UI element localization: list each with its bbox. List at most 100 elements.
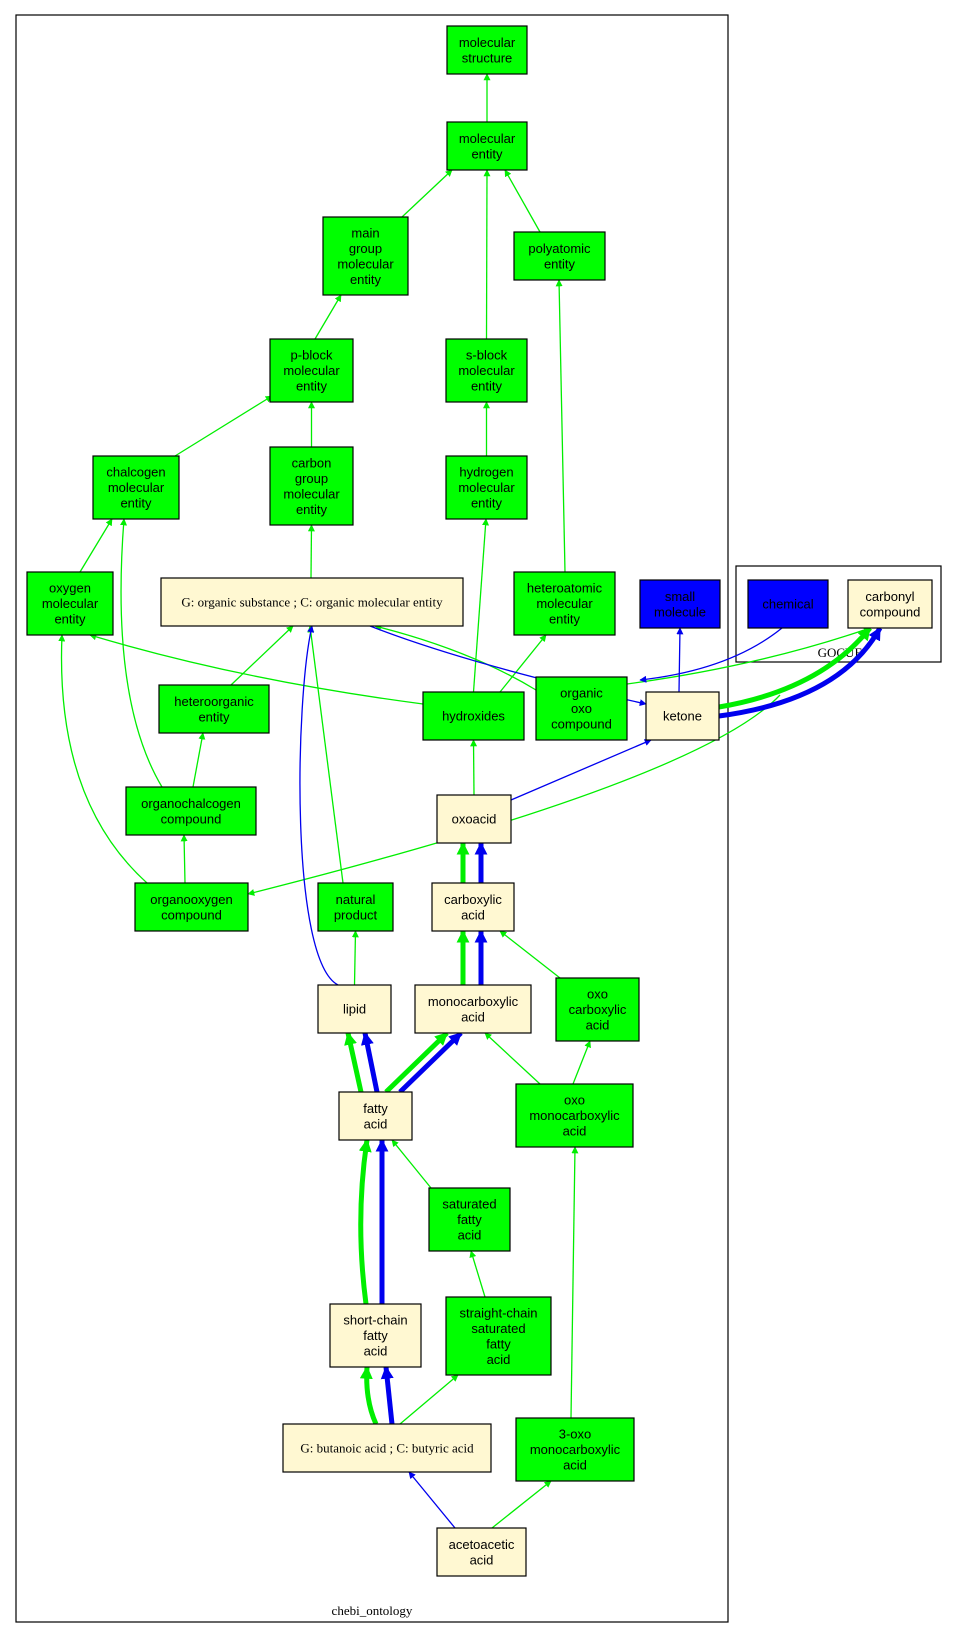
- node-box: [269, 446, 354, 526]
- node-label: organochalcogen: [141, 796, 241, 811]
- edge-oxo-monocarboxylic-to-oxo-carboxylic: [572, 1040, 591, 1085]
- node-label: acid: [364, 1344, 388, 1359]
- node-label: carbon: [292, 455, 332, 470]
- edge-hydroxides-to-heteroatomic: [499, 634, 547, 693]
- node-label: heteroatomic: [527, 581, 603, 596]
- node-label: monocarboxylic: [530, 1442, 621, 1457]
- node-butanoic[interactable]: G: butanoic acid ; C: butyric acid: [282, 1423, 492, 1473]
- node-box: [92, 455, 180, 520]
- node-label: hydroxides: [442, 709, 505, 724]
- node-label: entity: [198, 709, 230, 724]
- node-label: acid: [563, 1124, 587, 1139]
- node-label: entity: [471, 496, 503, 511]
- node-label: 3-oxo: [559, 1427, 592, 1442]
- edge-natural-product-to-organic-substance: [307, 625, 344, 884]
- node-label: entity: [544, 256, 576, 271]
- node-label: fatty: [363, 1101, 388, 1116]
- edge-fatty-to-lipid-blue: [360, 1031, 380, 1093]
- node-box: [436, 794, 512, 844]
- node-label: molecular: [108, 480, 165, 495]
- node-label: small: [665, 589, 695, 604]
- node-box: [436, 1527, 527, 1577]
- edge-heteroatomic-to-polyatomic: [555, 279, 566, 573]
- edge-ketone-to-small-molecule: [676, 627, 684, 693]
- edge-oxygen-to-chalcogen: [79, 518, 113, 573]
- node-box: [134, 882, 249, 932]
- node-organic-substance[interactable]: G: organic substance ; C: organic molecu…: [160, 577, 464, 627]
- node-label: entity: [350, 272, 382, 287]
- node-label: lipid: [343, 1002, 366, 1017]
- edge-fatty-to-lipid-green: [344, 1031, 364, 1093]
- node-box: [414, 984, 532, 1034]
- edge-short-chain-to-fatty-green: [358, 1138, 372, 1305]
- node-hydroxides[interactable]: hydroxides: [422, 691, 525, 741]
- node-chemical[interactable]: chemical: [747, 579, 829, 629]
- edge-small-molecule-to-chemical: [639, 627, 783, 683]
- node-label: heteroorganic: [174, 694, 254, 709]
- node-box: [160, 577, 464, 627]
- node-label: ketone: [663, 709, 702, 724]
- node-label: product: [334, 907, 378, 922]
- edge-organochalcogen-to-chalcogen: [120, 518, 163, 788]
- edge-organochalcogen-to-heteroorganic: [192, 732, 206, 788]
- node-label: entity: [54, 612, 86, 627]
- node-label: structure: [462, 50, 513, 65]
- node-lipid[interactable]: lipid: [317, 984, 392, 1034]
- node-box: [445, 455, 528, 520]
- node-box: [158, 684, 270, 734]
- node-label: molecular: [459, 131, 516, 146]
- node-label: molecular: [536, 596, 593, 611]
- node-label: oxo: [587, 987, 608, 1002]
- node-label: G: butanoic acid ; C: butyric acid: [300, 1441, 474, 1456]
- node-box: [535, 676, 628, 741]
- cluster-chebi-ontology-label: chebi_ontology: [332, 1603, 413, 1618]
- node-label: short-chain: [343, 1313, 407, 1328]
- node-label: molecular: [458, 363, 515, 378]
- node-label: organooxygen: [150, 892, 232, 907]
- node-oxoacid[interactable]: oxoacid: [436, 794, 512, 844]
- node-label: organic: [560, 686, 603, 701]
- edge-acetoacetic-to-butanoic: [408, 1471, 456, 1529]
- node-label: group: [295, 471, 328, 486]
- node-label: entity: [296, 379, 328, 394]
- node-label: acid: [487, 1352, 511, 1367]
- node-label: chemical: [762, 597, 813, 612]
- edge-carbonyl-to-organooxygen: [247, 694, 781, 896]
- node-label: carboxylic: [444, 892, 502, 907]
- node-label: acid: [470, 1552, 494, 1567]
- node-box: [513, 231, 606, 281]
- edge-main-group-to-molecular-entity: [401, 169, 453, 218]
- node-ketone[interactable]: ketone: [645, 691, 720, 741]
- node-label: hydrogen: [459, 465, 513, 480]
- node-label: entity: [471, 146, 503, 161]
- node-label: molecular: [459, 35, 516, 50]
